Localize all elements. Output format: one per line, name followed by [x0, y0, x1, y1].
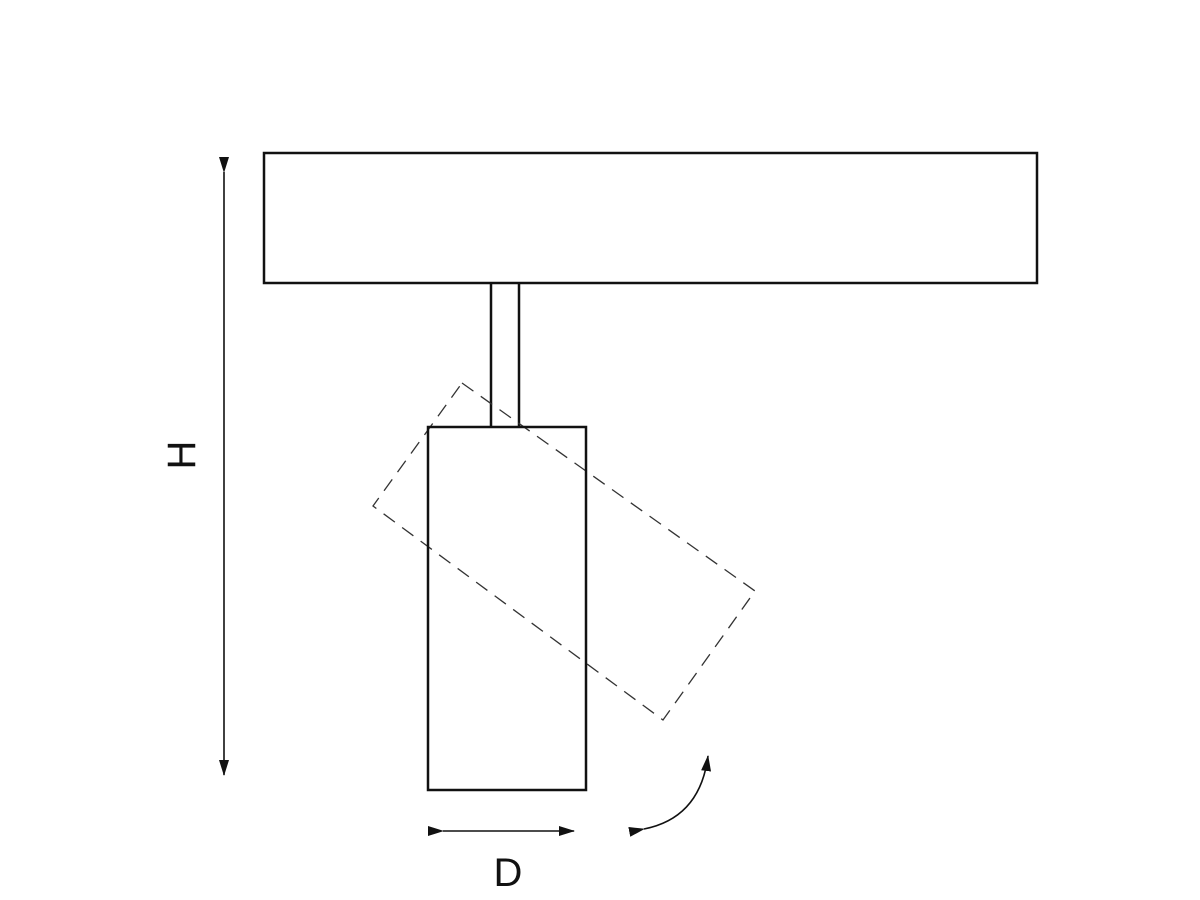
mounting-stem [489, 283, 521, 427]
lamp-body-tilted-outline [372, 382, 756, 721]
height-label: H [160, 441, 204, 470]
rotation-arrow [628, 755, 712, 837]
track-housing [262, 151, 1039, 285]
lamp-body [426, 425, 588, 792]
diameter-label: D [494, 851, 523, 895]
